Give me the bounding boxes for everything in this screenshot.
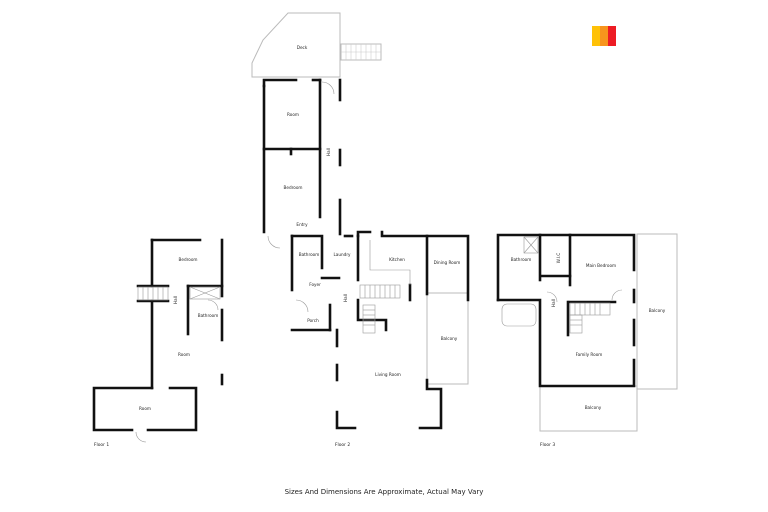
floor-2-label: Floor 2 xyxy=(335,442,350,448)
room-label-hall: Hall xyxy=(326,148,331,156)
room-label-room: Room xyxy=(287,112,299,117)
room-label-entry: Entry xyxy=(296,222,308,227)
room-label-bathroom-f1: Bathroom xyxy=(198,313,219,318)
room-label-room-f1: Room xyxy=(178,352,190,357)
room-label-family-room: Family Room xyxy=(576,352,603,357)
room-label-bedroom-f1: Bedroom xyxy=(179,257,198,262)
room-label-bedroom: Bedroom xyxy=(284,185,303,190)
balcony-outline-floor-3-side xyxy=(636,233,678,390)
room-label-laundry: Laundry xyxy=(333,252,351,257)
room-label-main-bedroom: Main Bedroom xyxy=(586,263,616,268)
balcony-outline-floor-2 xyxy=(426,292,469,385)
room-label-balcony: Balcony xyxy=(441,336,458,341)
room-label-hall-f1: Hall xyxy=(173,296,178,304)
room-label-bathroom-f3: Bathroom xyxy=(511,257,532,262)
floor-3-label: Floor 3 xyxy=(540,442,555,448)
brand-logo xyxy=(592,26,616,46)
room-label-porch: Porch xyxy=(307,318,319,323)
room-label-hall-2: Hall xyxy=(343,294,348,302)
room-label-hall-f3: Hall xyxy=(551,299,556,307)
room-label-bathroom: Bathroom xyxy=(299,252,320,257)
room-label-dining-room: Dining Room xyxy=(434,260,461,265)
room-label-kitchen: Kitchen xyxy=(389,257,405,262)
room-label-living-room: Living Room xyxy=(375,372,401,377)
logo-bar-yellow xyxy=(592,26,600,46)
logo-bar-orange xyxy=(600,26,608,46)
logo-bar-red xyxy=(608,26,616,46)
room-label-foyer: Foyer xyxy=(309,282,321,287)
room-label-room-f1-b: Room xyxy=(139,406,151,411)
floor-1-label: Floor 1 xyxy=(94,442,109,448)
disclaimer-text: Sizes And Dimensions Are Approximate, Ac… xyxy=(284,488,484,496)
room-label-balcony-f3: Balcony xyxy=(649,308,666,313)
deck-outline xyxy=(251,12,341,78)
room-label-wic: W.I.C xyxy=(556,253,561,264)
room-label-deck: Deck xyxy=(297,45,308,50)
room-label-balcony-f3-b: Balcony xyxy=(585,405,602,410)
